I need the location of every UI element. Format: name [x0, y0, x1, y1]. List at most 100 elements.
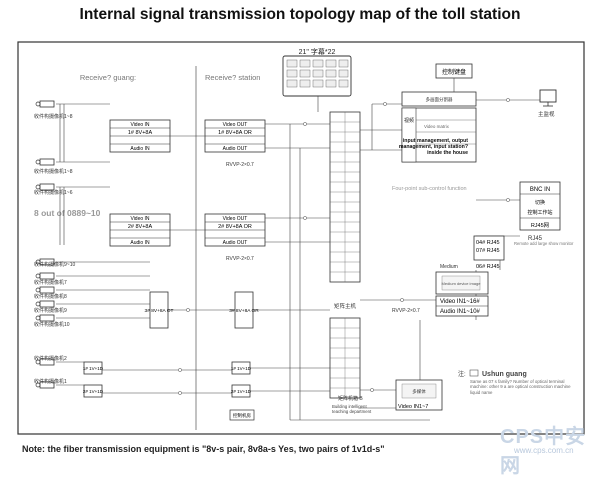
unit-bottom: Audio IN — [130, 146, 150, 152]
camera-label: 收件构摄像机1~8 — [34, 113, 73, 120]
multimedia-video: Video IN1~7 — [398, 404, 428, 410]
unit-name: 2# 8V+8A OR — [218, 224, 252, 230]
camera-icon — [35, 381, 55, 389]
small-unit-ot: 3# 8V+8A OT — [145, 291, 174, 329]
control-desc-box: input management, output management, inp… — [398, 138, 468, 156]
vd-unit-name: 1# 1V+1D — [231, 366, 252, 371]
camera-icons — [35, 100, 55, 389]
bnc-line3: 控制工作站 — [527, 209, 552, 216]
diagram-title: Internal signal transmission topology ma… — [79, 6, 521, 23]
vd-unit-name: 2# 1V+1D — [83, 389, 104, 394]
camera-label: 收件构摄像机2 — [34, 355, 67, 362]
camera-label: 收件构摄像机1~6 — [34, 189, 73, 196]
vd-unit: 2# 1V+1D — [83, 384, 104, 398]
matrix-center-label: 矩阵主机 — [334, 302, 357, 310]
legend-text-box: Same as 07 s family? Number of optical t… — [470, 379, 571, 395]
optical-unit-3: Video OUT 1# 8V+8A OR Audio OUT — [204, 119, 266, 153]
function-label: Four-point sub-control function — [392, 186, 467, 192]
fiber-links — [102, 135, 235, 394]
control-desc: input management, output management, inp… — [398, 138, 468, 156]
bnc-line4: RJ45网 — [531, 222, 550, 229]
camera-icon — [35, 258, 55, 266]
legend-text: Same as 07 s family? Number of optical t… — [470, 379, 571, 395]
medium-box-label: Medium device image — [442, 281, 482, 286]
camera-label: 收件构摄像机1 — [34, 378, 67, 385]
rj45-top-label: RJ45 — [528, 236, 543, 242]
watermark-url: www.cps.com.cn — [514, 446, 574, 455]
camera-icon — [35, 158, 55, 166]
camera-lines — [56, 103, 150, 386]
video-matrix-controller — [401, 91, 477, 163]
camera-label: 收件构摄像机10 — [34, 321, 70, 328]
vd-unit-name: 2# 1V+1D — [231, 389, 252, 394]
monitor-wall-label: 21" 字幕*22 — [299, 47, 336, 56]
vd-unit: 1# 1V+1D — [231, 361, 252, 375]
bnc-workstation: BNC IN 切换 控制工作站 RJ45网 — [519, 181, 561, 231]
main-monitor — [539, 89, 557, 107]
legend-icon — [469, 369, 479, 377]
unit-bottom: Audio IN — [130, 240, 150, 246]
optical-unit-1: Video IN 1# 8V+8A Audio IN — [109, 119, 171, 153]
vd-unit-name: 1# 1V+1D — [83, 366, 104, 371]
cable-label: RVVP-2×0.7 — [226, 256, 254, 262]
video-matrix-label: Video matrix — [424, 124, 450, 129]
bnc-line2: 切换 — [535, 199, 545, 206]
multimedia-box: 多媒体 Video IN1~7 — [395, 379, 443, 411]
camera-label: 收件构摄像机1~8 — [34, 168, 73, 175]
vd-unit: 2# 1V+1D — [231, 384, 252, 398]
unit-name: 2# 8V+8A — [128, 224, 153, 230]
legend-title: Ushun guang — [482, 371, 527, 378]
screen-top-label: 多画面分割器 — [426, 96, 453, 103]
camera-icon — [35, 183, 55, 191]
unit-title: Video OUT — [223, 122, 248, 128]
building-caption: Building intelligent teaching department — [332, 404, 372, 414]
camera-icon — [35, 300, 55, 308]
camera-label: 收件构摄像机8 — [34, 293, 67, 300]
bnc-line1: BNC IN — [530, 187, 550, 193]
control-room: 控制机房 — [229, 409, 255, 421]
rj45-note: Remote add large show monitor — [514, 241, 574, 246]
unit-name: 1# 8V+8A OR — [218, 130, 252, 136]
rj45-box: 04# RJ45 07# RJ45 06# RJ45 — [473, 235, 505, 270]
optical-unit-2: Video IN 2# 8V+8A Audio IN — [109, 213, 171, 247]
main-monitor-label: 主监视 — [538, 110, 555, 118]
camera-label: 收件构摄像机9~10 — [34, 261, 75, 268]
medium-audio: Audio IN1~10# — [440, 309, 481, 315]
camera-label: 收件构摄像机7 — [34, 279, 67, 286]
medium-video: Video IN1~16# — [440, 299, 480, 305]
connector-dots — [178, 98, 510, 395]
camera-icon — [35, 286, 55, 294]
unit-bottom: Audio OUT — [223, 146, 248, 152]
camera-icon — [35, 314, 55, 322]
video-label: 视频 — [404, 117, 414, 124]
unit-title: Video IN — [130, 122, 149, 128]
keyboard-label: 控制键盘 — [442, 68, 466, 76]
multimedia-label: 多媒体 — [412, 388, 426, 395]
optical-unit-4: Video OUT 2# 8V+8A OR Audio OUT — [204, 213, 266, 247]
footnote: Note: the fiber transmission equipment i… — [22, 444, 385, 454]
camera-icon — [35, 100, 55, 108]
medium-label: Medium — [440, 264, 458, 270]
cable-label: RVVP-2×0.7 — [392, 308, 420, 314]
matrix-chassis-lower — [329, 317, 361, 399]
camera-icon — [35, 272, 55, 280]
matrix-bottom-label: 矩阵机箱 B — [338, 395, 363, 402]
legend-mark: 注: — [458, 370, 466, 378]
medium-device: Medium device image — [435, 271, 489, 295]
matrix-chassis-upper — [329, 111, 361, 283]
small-unit-name: 3# 8V+8A OR — [229, 308, 259, 314]
control-keyboard: 控制键盘 — [435, 63, 473, 79]
unit-title: Video IN — [130, 216, 149, 222]
topology-diagram: Receive? guang: Receive? station 收件构摄像机1… — [17, 41, 585, 435]
vd-unit: 1# 1V+1D — [83, 361, 104, 375]
section-left-label: Receive? guang: — [80, 73, 136, 82]
camera-icon — [35, 358, 55, 366]
unit-title: Video OUT — [223, 216, 248, 222]
unit-name: 1# 8V+8A — [128, 130, 153, 136]
outer-frame — [17, 41, 585, 435]
control-room-label: 控制机房 — [233, 412, 251, 419]
monitor-wall — [282, 55, 352, 97]
rj45-b: 07# RJ45 — [476, 248, 500, 254]
rj45-a: 04# RJ45 — [476, 240, 500, 246]
cable-label: RVVP-2×0.7 — [226, 162, 254, 168]
